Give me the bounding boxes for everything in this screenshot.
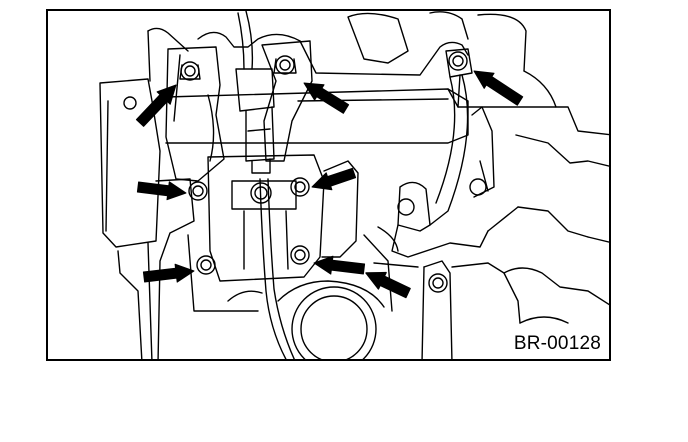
- centre-upper-bracket: [261, 40, 313, 162]
- sensor-connector: [235, 11, 295, 359]
- arrow-icon: [473, 70, 524, 106]
- arrow-icon: [313, 255, 366, 275]
- right-hook-bracket: [429, 48, 495, 226]
- left-upper-bracket: [165, 46, 225, 182]
- arrow-icon: [142, 263, 195, 283]
- lower-block: [227, 226, 419, 312]
- arrow-layer: [135, 70, 524, 299]
- crank-seal: [277, 280, 385, 359]
- arrow-icon: [311, 167, 357, 191]
- arrow-icon: [136, 181, 187, 201]
- engine-block-outline: [99, 11, 609, 248]
- arrow-icon: [365, 271, 411, 299]
- sensor-mount-plate: [188, 154, 325, 282]
- engine-line-drawing: [99, 11, 609, 359]
- figure-code-label: BR-00128: [511, 333, 603, 355]
- right-lower-mount: [391, 181, 609, 359]
- arrow-icon: [135, 84, 177, 127]
- arrow-icon: [303, 82, 350, 114]
- figure-frame: BR-00128: [46, 9, 611, 361]
